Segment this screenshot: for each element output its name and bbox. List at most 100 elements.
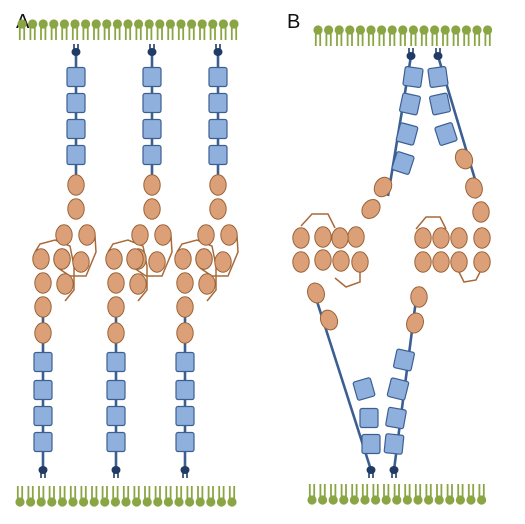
lipid-head-icon — [153, 497, 163, 507]
lipid-head-icon — [187, 19, 197, 29]
lipid-head-icon — [349, 495, 359, 505]
lipid-head-icon — [121, 497, 131, 507]
fibronectin-domain-icon — [66, 144, 86, 166]
lipid-head-icon — [165, 19, 175, 29]
immunoglobulin-domain-icon — [176, 272, 194, 294]
fibronectin-domain-icon — [33, 405, 53, 427]
lipid-head-icon — [68, 497, 78, 507]
immunoglobulin-domain-icon — [126, 248, 144, 270]
fibronectin-domain-icon — [142, 66, 162, 88]
lipid-head-icon — [313, 25, 323, 35]
immunoglobulin-domain-icon — [131, 224, 149, 246]
ig-loop — [34, 239, 75, 302]
immunoglobulin-domain-icon — [450, 227, 468, 249]
fibronectin-domain-icon — [175, 379, 195, 401]
fibronectin-domain-icon — [383, 433, 405, 455]
immunoglobulin-domain-icon — [314, 226, 332, 248]
lipid-head-icon — [392, 495, 402, 505]
immunoglobulin-domain-icon — [473, 251, 491, 273]
lipid-head-icon — [79, 497, 89, 507]
lipid-head-icon — [366, 25, 376, 35]
ig-loop — [176, 239, 217, 302]
lipid-head-icon — [112, 19, 122, 29]
immunoglobulin-domain-icon — [454, 148, 474, 170]
fibronectin-domain-icon — [106, 351, 126, 373]
lipid-head-icon — [15, 497, 25, 507]
gpi-anchor-icon — [111, 466, 121, 474]
lipid-head-icon — [445, 495, 455, 505]
immunoglobulin-domain-icon — [331, 227, 349, 249]
gpi-anchor-icon — [147, 48, 157, 56]
immunoglobulin-domain-icon — [174, 248, 192, 270]
immunoglobulin-domain-icon — [55, 224, 73, 246]
membrane-top-b — [313, 25, 493, 46]
fibronectin-domain-icon — [428, 92, 452, 116]
lipid-head-icon — [110, 497, 120, 507]
fibronectin-domain-icon — [395, 122, 419, 146]
lipid-head-icon — [477, 495, 487, 505]
immunoglobulin-domain-icon — [148, 251, 166, 273]
lipid-head-icon — [419, 25, 429, 35]
gpi-anchor-icon — [213, 48, 223, 56]
lipid-head-icon — [27, 19, 38, 29]
lipid-head-icon — [216, 497, 226, 507]
fibronectin-domain-icon — [385, 406, 407, 430]
fibronectin-domain-icon — [33, 431, 53, 453]
fibronectin-domain-icon — [66, 66, 86, 88]
immunoglobulin-domain-icon — [67, 198, 85, 220]
lipid-head-icon — [328, 495, 338, 505]
lipid-head-icon — [59, 19, 69, 29]
immunoglobulin-domain-icon — [450, 251, 468, 273]
fibronectin-domain-icon — [392, 348, 416, 372]
fibronectin-domain-icon — [175, 431, 195, 453]
fibronectin-domain-icon — [142, 118, 162, 140]
lipid-head-icon — [324, 25, 334, 35]
fibronectin-domain-icon — [106, 431, 126, 453]
fibronectin-domain-icon — [208, 118, 228, 140]
fibronectin-domain-icon — [66, 92, 86, 114]
gpi-anchor-icon — [366, 466, 376, 474]
lipid-head-icon — [17, 19, 27, 29]
fibronectin-domain-icon — [208, 66, 228, 88]
lipid-head-icon — [81, 19, 91, 29]
lipid-head-icon — [100, 497, 110, 507]
immunoglobulin-domain-icon — [351, 251, 369, 273]
lipid-head-icon — [38, 19, 48, 29]
fibronectin-domain-icon — [106, 405, 126, 427]
immunoglobulin-domain-icon — [307, 282, 325, 304]
immunoglobulin-domain-icon — [410, 286, 428, 308]
immunoglobulin-domain-icon — [332, 250, 350, 272]
gpi-anchor-icon — [71, 48, 81, 56]
immunoglobulin-domain-icon — [105, 248, 123, 270]
lipid-head-icon — [455, 495, 465, 505]
immunoglobulin-domain-icon — [292, 251, 310, 273]
lipid-head-icon — [123, 19, 133, 29]
fibronectin-domain-icon — [352, 377, 376, 401]
ig-loop — [107, 239, 148, 302]
immunoglobulin-domain-icon — [56, 273, 74, 295]
fibronectin-domain-icon — [175, 351, 195, 373]
membrane-top-a — [17, 19, 239, 40]
immunoglobulin-domain-icon — [347, 226, 365, 248]
lipid-head-icon — [208, 19, 218, 29]
lipid-head-icon — [155, 19, 165, 29]
immunoglobulin-domain-icon — [129, 273, 147, 295]
ig-loop — [334, 272, 361, 288]
fibronectin-domain-icon — [208, 144, 228, 166]
immunoglobulin-domain-icon — [53, 248, 71, 270]
lipid-head-icon — [472, 25, 482, 35]
fibronectin-domain-icon — [208, 92, 228, 114]
membrane-bottom-a — [15, 486, 237, 507]
lipid-head-icon — [377, 25, 387, 35]
lipid-head-icon — [227, 497, 237, 507]
lipid-head-icon — [355, 25, 365, 35]
lipid-head-icon — [218, 19, 228, 29]
lipid-head-icon — [57, 497, 67, 507]
lipid-head-icon — [371, 495, 381, 505]
lipid-head-icon — [185, 497, 195, 507]
lipid-head-icon — [26, 497, 36, 507]
lipid-head-icon — [89, 497, 99, 507]
immunoglobulin-domain-icon — [154, 224, 172, 246]
immunoglobulin-domain-icon — [220, 224, 238, 246]
immunoglobulin-domain-icon — [414, 227, 432, 249]
